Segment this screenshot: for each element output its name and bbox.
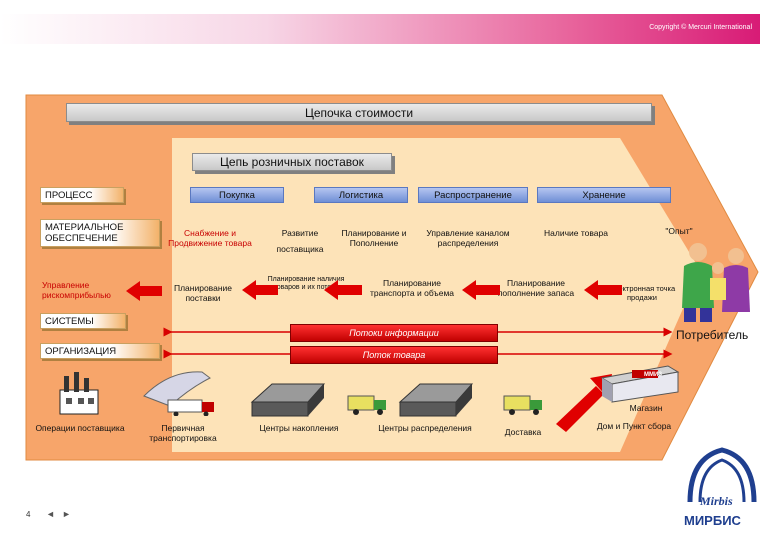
- supply-promotion: Снабжение и Продвижение товара: [168, 228, 252, 248]
- planning-supply: Планирование поставки: [173, 283, 232, 303]
- development: Развитие: [281, 228, 319, 238]
- retail-chain-title: Цепь розничных поставок: [192, 153, 392, 171]
- home-pickup: Дом и Пункт сбора: [596, 421, 672, 431]
- info-flow-bar: Потоки информации: [290, 324, 498, 342]
- flow-left-arrow-5: [584, 280, 622, 300]
- consumer-family-icon: [682, 243, 750, 322]
- stock-availability: Наличие товара: [544, 228, 608, 238]
- truck-icon-1: [347, 395, 386, 415]
- mirbis-dome-logo-icon: [687, 447, 757, 503]
- label-material: МАТЕРИАЛЬНОЕ ОБЕСПЕЧЕНИЕ: [40, 219, 160, 247]
- label-systems: СИСТЕМЫ: [40, 313, 126, 329]
- electronic-point-of-sale: Электронная точка продажи: [608, 284, 676, 302]
- label-process: ПРОЦЕСС: [40, 187, 124, 203]
- planning-stock-flow: Планирование наличия товаров и их потока: [267, 276, 345, 291]
- planning-replenishment: Планирование и Пополнение: [341, 228, 407, 248]
- prev-slide-button[interactable]: ◄: [46, 509, 55, 519]
- store-label: Магазин: [629, 403, 663, 413]
- delivery: Доставка: [504, 427, 542, 437]
- experience: "Опыт": [665, 226, 693, 236]
- channel-management: Управление каналом распределения: [426, 228, 510, 248]
- warehouse-icon-1: [250, 383, 326, 417]
- truck-icon-2: [503, 395, 542, 415]
- value-chain-title: Цепочка стоимости: [66, 103, 652, 122]
- store-sign: ММИЗ: [643, 372, 663, 378]
- page-number: 4: [26, 510, 31, 519]
- ship-truck-icon: [143, 371, 214, 416]
- accumulation-centers: Центры накопления: [259, 423, 339, 433]
- logo-script: Mirbis: [700, 494, 733, 508]
- copyright-text: Copyright © Mercuri International: [649, 24, 752, 31]
- logo-name: МИРБИС: [684, 513, 741, 528]
- consumer-label: Потребитель: [676, 328, 749, 342]
- stage-storage: Хранение: [537, 187, 671, 203]
- planning-transport: Планирование транспорта и объема: [369, 278, 455, 298]
- primary-transport: Первичная транспортировка: [149, 423, 217, 443]
- label-organization: ОРГАНИЗАЦИЯ: [40, 343, 160, 359]
- stage-logistics: Логистика: [314, 187, 408, 203]
- warehouse-icon-2: [398, 383, 474, 417]
- supplier-operations: Операции поставщика: [35, 423, 125, 433]
- planning-replenish-stock: Планирование пополнение запаса: [497, 278, 575, 298]
- stage-distribution: Распространение: [418, 187, 528, 203]
- flow-left-arrow-4: [462, 280, 500, 300]
- distribution-centers: Центры распределения: [378, 423, 472, 433]
- stage-purchase: Покупка: [190, 187, 284, 203]
- factory-icon: [59, 372, 99, 415]
- supplier: поставщика: [276, 244, 324, 254]
- goods-flow-bar: Поток товара: [290, 346, 498, 364]
- header-bar: [0, 14, 760, 44]
- flow-left-arrow-1: [126, 281, 162, 301]
- label-risk: Управление рискомприбылью: [42, 280, 111, 300]
- flow-left-arrow-3: [324, 280, 362, 300]
- next-slide-button[interactable]: ►: [62, 509, 71, 519]
- flow-left-arrow-2: [242, 280, 278, 300]
- store-icon: [600, 365, 680, 403]
